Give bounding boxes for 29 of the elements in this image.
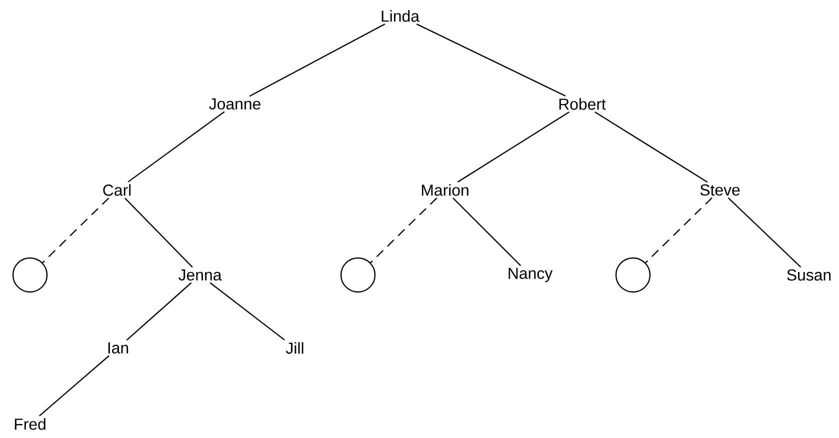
dashed-line <box>370 198 438 264</box>
tree-line <box>210 282 285 340</box>
tree-line <box>458 112 570 182</box>
dashed-line <box>645 197 712 264</box>
empty-circle <box>12 257 48 293</box>
tree-line <box>416 24 566 96</box>
tree-line <box>38 355 110 416</box>
empty-circle <box>340 257 376 293</box>
name-label: Robert <box>559 98 606 110</box>
name-label: Linda <box>382 10 420 22</box>
empty-circle <box>615 257 651 293</box>
name-label: Steve <box>700 184 740 196</box>
name-label: Marion <box>422 184 468 196</box>
tree-line <box>128 111 225 182</box>
tree-line <box>452 198 522 266</box>
name-label: Jill <box>286 342 304 354</box>
tree-line <box>124 198 193 268</box>
tree-line <box>728 197 802 268</box>
name-label: Jenna <box>178 269 222 281</box>
name-label: Susan <box>787 269 831 281</box>
tree-line <box>594 112 708 183</box>
name-label: Ian <box>108 342 128 354</box>
name-label: Fred <box>14 418 46 430</box>
name-label: Nancy <box>508 268 553 282</box>
dashed-line <box>42 198 110 264</box>
tree-line <box>126 282 192 341</box>
name-label: Joanne <box>209 98 260 110</box>
tree-line <box>249 24 386 97</box>
name-label: Carl <box>103 184 131 196</box>
